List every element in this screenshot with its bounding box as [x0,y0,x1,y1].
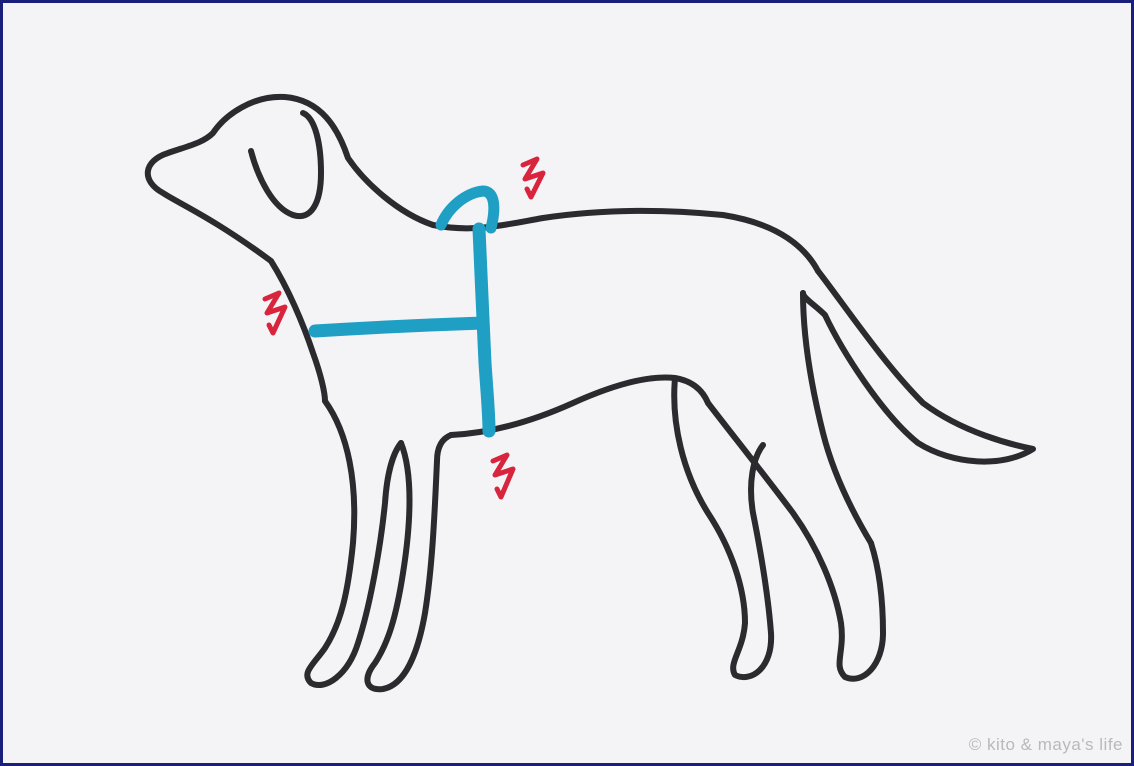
pressure-mark-belly [493,455,513,497]
pressure-mark-chest [265,293,285,333]
harness-chest-strap [315,323,483,331]
dog-harness-illustration [3,3,1131,763]
dog-front-leg-right [367,435,451,689]
watermark: © kito & maya's life [969,735,1123,755]
dog-ear-outline [251,113,321,216]
dog-head-outline [148,97,433,261]
dog-tail-outline [803,271,1033,462]
pressure-mark-back [523,159,543,197]
dog-back-leg-right [708,403,883,679]
harness-back-loop [441,191,494,228]
harness-girth-strap [479,229,489,431]
